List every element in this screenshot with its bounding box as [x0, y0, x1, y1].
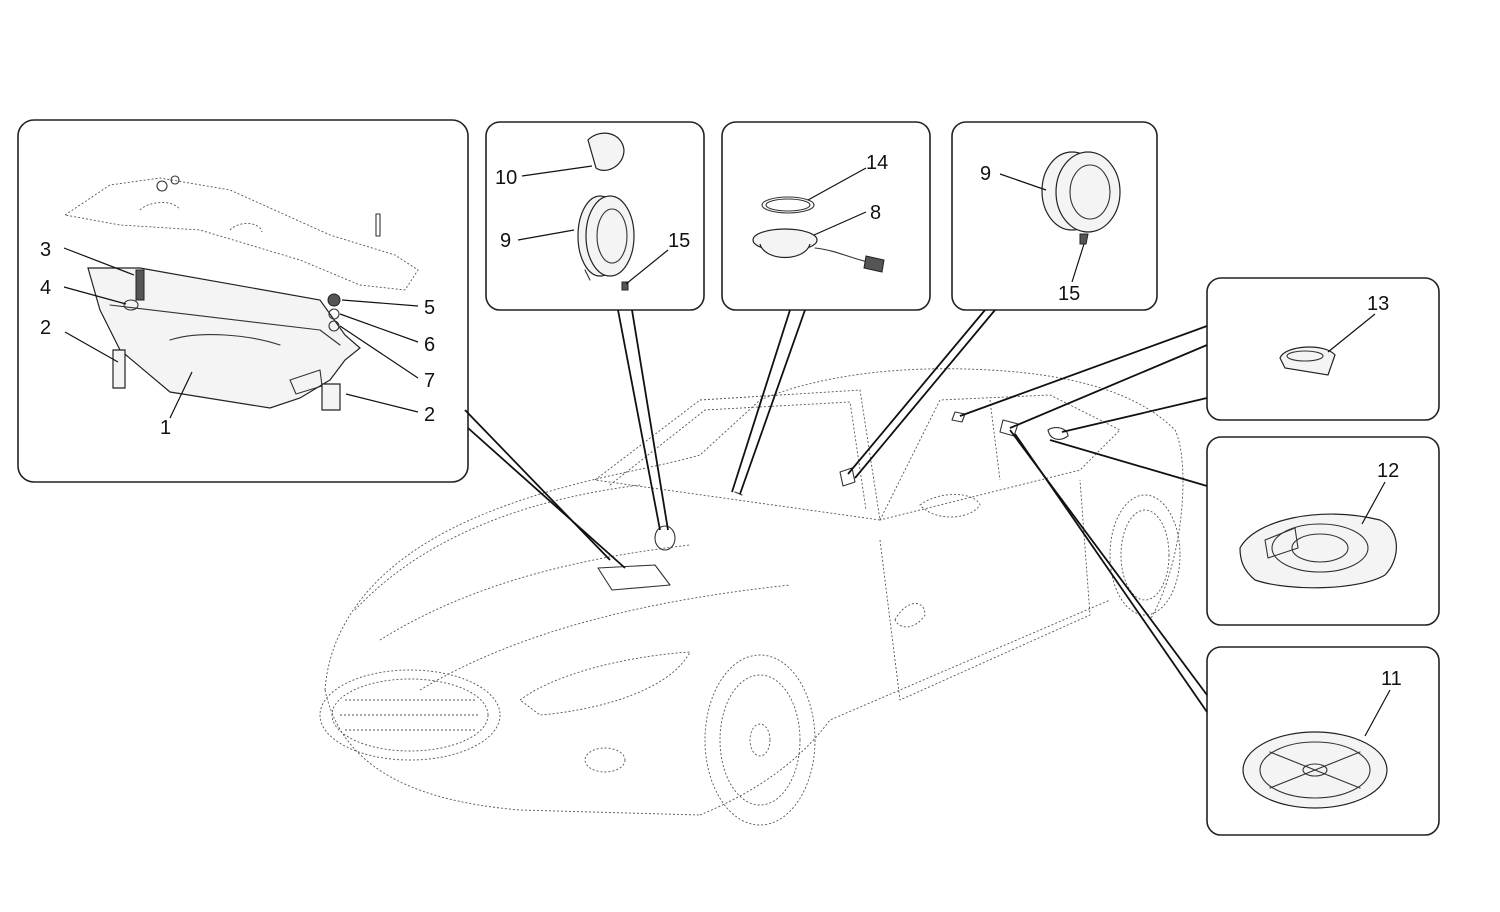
callout-14: 14 — [866, 152, 888, 174]
callout-15-dash: 15 — [668, 230, 690, 252]
callout-13: 13 — [1367, 293, 1389, 315]
callout-4: 4 — [40, 277, 51, 299]
car-illustration — [319, 368, 1184, 826]
detail-box-door-speaker — [951, 121, 1158, 311]
callout-11: 11 — [1381, 668, 1402, 690]
callout-15-door: 15 — [1058, 283, 1080, 305]
detail-box-speaker-grille — [1206, 646, 1440, 836]
callout-7: 7 — [424, 370, 435, 392]
detail-box-midrange-speaker — [721, 121, 931, 311]
callout-numbers: 1 2 2 3 4 5 6 7 10 9 15 14 8 9 15 13 12 … — [40, 152, 1402, 690]
callout-6: 6 — [424, 334, 435, 356]
callout-lines — [464, 309, 1208, 713]
detail-box-dash-speaker — [485, 121, 705, 311]
callout-8: 8 — [870, 202, 881, 224]
leader-lines — [63, 165, 1391, 737]
callout-2-left: 2 — [40, 317, 51, 339]
callout-10: 10 — [495, 167, 517, 189]
callout-12: 12 — [1377, 460, 1399, 482]
detail-box-rear-speaker — [1206, 436, 1440, 626]
detail-box-subwoofer — [17, 119, 469, 483]
callout-1: 1 — [160, 417, 171, 439]
callout-3: 3 — [40, 239, 51, 261]
callout-9-dash: 9 — [500, 230, 511, 252]
callout-2-right: 2 — [424, 404, 435, 426]
callout-9-door: 9 — [980, 163, 991, 185]
detail-box-tweeter — [1206, 277, 1440, 421]
callout-5: 5 — [424, 297, 435, 319]
